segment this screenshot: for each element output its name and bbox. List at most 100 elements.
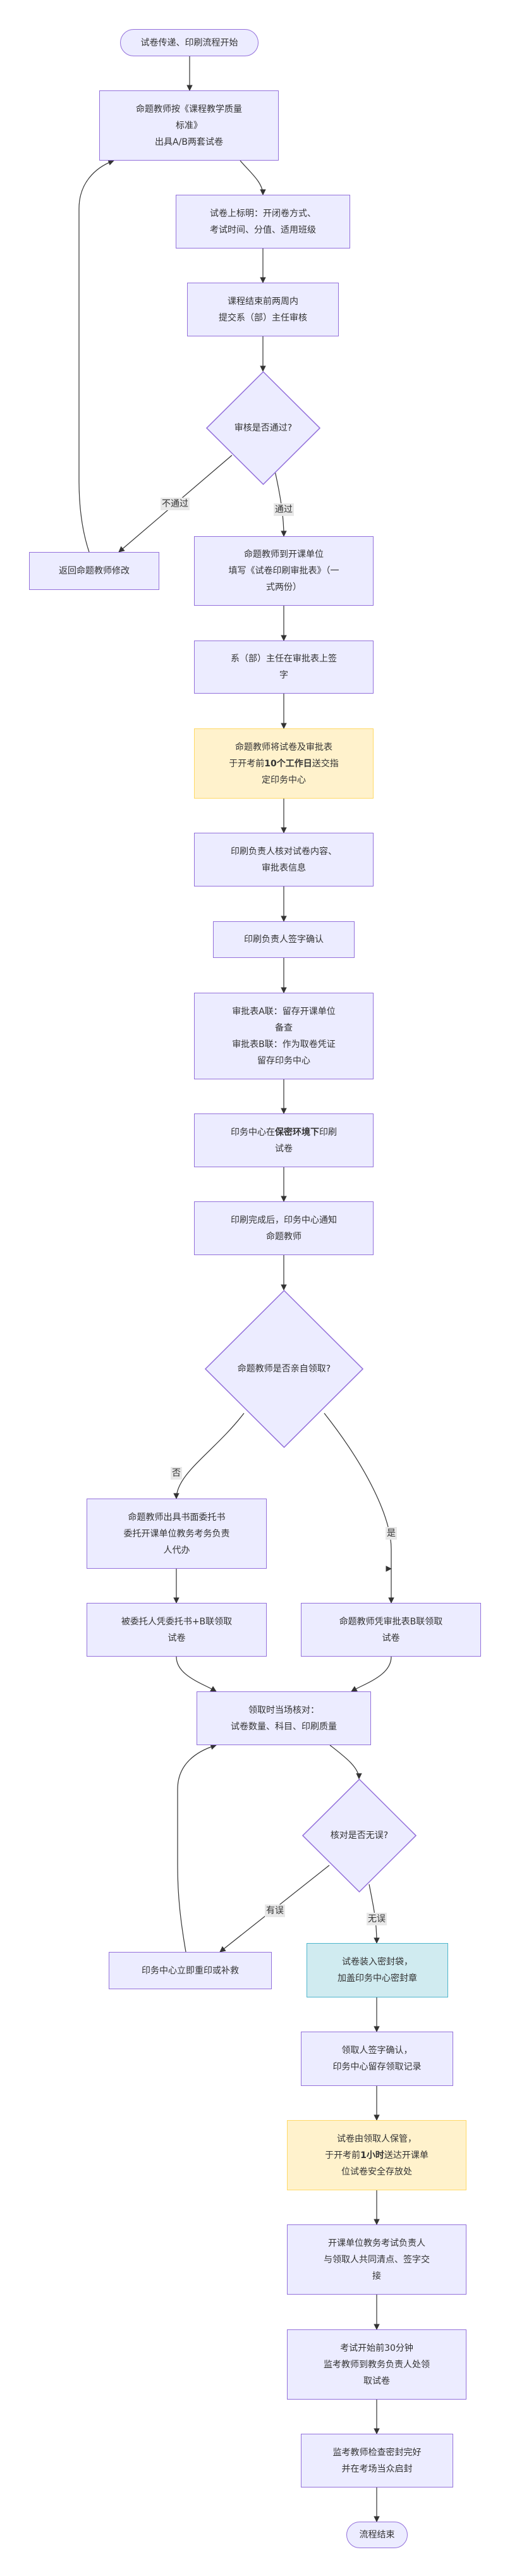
process-step-n: 命题教师凭审批表B联领取试卷	[301, 1603, 481, 1657]
edge-label-ok: 无误	[367, 1913, 387, 1925]
node-text-line: 与领取人共同清点、签字交	[324, 2254, 430, 2265]
node-text-line: 核对是否无误?	[330, 1831, 389, 1841]
node-text-line: 命题教师	[266, 1231, 301, 1242]
process-step-d: 命题教师到开课单位填写《试卷印刷审批表》（一式两份）	[194, 536, 374, 606]
process-step-ret: 返回命题教师修改	[29, 552, 159, 590]
node-text-line: 命题教师按《课程教学质量	[136, 104, 242, 114]
process-step-q: 试卷装入密封袋，加盖印务中心密封章	[307, 1943, 448, 1997]
node-text-line: 返回命题教师修改	[59, 566, 130, 576]
process-step-c: 课程结束前两周内提交系（部）主任审核	[187, 283, 339, 336]
node-text-line: 印刷完成后，印务中心通知	[231, 1215, 337, 1225]
edge-label-yes: 是	[386, 1527, 397, 1540]
process-step-l: 命题教师出具书面委托书委托开课单位教务考务负责人代办	[87, 1499, 267, 1569]
emphasis-text: 保密环境下	[275, 1127, 319, 1138]
emphasis-text: 1小时	[360, 2150, 384, 2161]
node-text-line: 领取人签字确认，	[341, 2045, 413, 2056]
process-step-u: 考试开始前30分钟监考教师到教务负责人处领取试卷	[287, 2329, 466, 2400]
process-step-a: 命题教师按《课程教学质量标准》出具A/B两套试卷	[99, 90, 279, 161]
node-text-line: 于开考前1小时送达开课单	[325, 2147, 429, 2164]
flow-arrow	[329, 1745, 362, 1779]
decision-diamond-shape	[206, 371, 320, 485]
process-step-j: 印务中心在保密环境下印刷试卷	[194, 1113, 374, 1167]
node-text-line: 系（部）主任在审批表上签	[231, 654, 337, 664]
flow-arrow	[351, 1656, 392, 1692]
terminal-start: 试卷传递、印刷流程开始	[120, 29, 259, 56]
node-text-line: 审批表信息	[262, 862, 306, 873]
text-segment: 送达开课单	[384, 2150, 429, 2161]
edge-label-fail: 不通过	[161, 498, 190, 510]
decision-d2: 命题教师是否亲自领取?	[205, 1290, 363, 1448]
node-text-line: 加盖印务中心密封章	[338, 1973, 417, 1984]
process-step-f: 命题教师将试卷及审批表于开考前10个工作日送交指定印务中心	[194, 728, 374, 799]
flow-arrow	[240, 160, 266, 195]
node-text-line: 标准》	[176, 120, 202, 131]
node-text-line: 命题教师将试卷及审批表	[235, 742, 332, 752]
node-text-line: 审批表A联：留存开课单位	[232, 1006, 336, 1017]
decision-d1: 审核是否通过?	[206, 371, 320, 485]
terminal-end: 流程结束	[346, 2522, 408, 2548]
node-text-line: 取试卷	[363, 2376, 390, 2386]
edge-label-error: 有误	[265, 1904, 285, 1917]
process-step-r: 领取人签字确认， 印务中心留存领取记录	[301, 2032, 453, 2086]
node-text-line: 试卷由领取人保管，	[337, 2133, 417, 2144]
flow-arrow	[78, 159, 114, 553]
node-text-line: 出具A/B两套试卷	[155, 137, 223, 147]
node-text-line: 填写《试卷印刷审批表》（一	[228, 566, 339, 576]
process-step-g: 印刷负责人核对试卷内容、审批表信息	[194, 833, 374, 886]
node-text-line: 人代办	[163, 1545, 190, 1555]
text-segment: 印务中心在	[231, 1127, 275, 1138]
node-text-line: 试卷上标明：开闭卷方式、	[210, 208, 316, 219]
process-step-e: 系（部）主任在审批表上签字	[194, 641, 374, 694]
node-text-line: 委托开课单位教务考务负责	[123, 1528, 230, 1539]
node-text-line: 试卷	[382, 1633, 400, 1643]
flow-arrow	[324, 1413, 394, 1604]
node-text-line: 监考教师检查密封完好	[332, 2447, 422, 2458]
node-text-line: 试卷	[275, 1143, 293, 1154]
decision-diamond-shape	[205, 1290, 363, 1448]
node-text-line: 流程结束	[359, 2530, 395, 2540]
node-text-line: 提交系（部）主任审核	[219, 312, 307, 323]
node-text-line: 开课单位教务考试负责人	[328, 2238, 425, 2248]
process-step-b: 试卷上标明：开闭卷方式、考试时间、分值、适用班级	[176, 195, 350, 248]
node-text-line: 领取时当场核对：	[248, 1705, 319, 1715]
node-text-line: 印务中心留存领取记录	[332, 2062, 422, 2072]
process-step-m: 被委托人凭委托书+B联领取试卷	[87, 1603, 267, 1657]
node-text-line: 备查	[275, 1022, 293, 1033]
node-text-line: 命题教师是否亲自领取?	[237, 1364, 331, 1374]
text-segment: 于开考前	[325, 2150, 361, 2161]
node-text-line: 印刷负责人核对试卷内容、	[231, 846, 337, 857]
process-step-t: 开课单位教务考试负责人与领取人共同清点、签字交接	[287, 2224, 466, 2295]
node-text-line: 审核是否通过?	[234, 423, 293, 433]
node-text-line: 课程结束前两周内	[228, 296, 298, 307]
node-text-line: 印务中心立即重印或补救	[142, 1965, 239, 1976]
node-text-line: 印务中心在保密环境下印刷	[231, 1124, 337, 1141]
node-text-line: 印刷负责人签字确认	[244, 935, 324, 945]
flow-arrow	[177, 1743, 217, 1953]
decision-d3: 核对是否无误?	[302, 1779, 417, 1892]
edge-label-no: 否	[171, 1467, 182, 1480]
process-step-k: 印刷完成后，印务中心通知命题教师	[194, 1201, 374, 1255]
process-step-o: 领取时当场核对：试卷数量、科目、印刷质量	[197, 1691, 371, 1745]
node-text-line: 审批表B联：作为取卷凭证	[232, 1039, 336, 1050]
node-text-line: 字	[279, 670, 288, 680]
emphasis-text: 10个工作日	[264, 758, 312, 769]
node-text-line: 留存印务中心	[257, 1055, 310, 1066]
node-text-line: 于开考前10个工作日送交指	[229, 756, 338, 772]
node-text-line: 监考教师到教务负责人处领	[324, 2359, 430, 2370]
process-step-s: 试卷由领取人保管，于开考前1小时送达开课单位试卷安全存放处	[287, 2120, 466, 2190]
process-step-p: 印务中心立即重印或补救	[109, 1952, 272, 1989]
node-text-line: 式两份）	[266, 582, 301, 592]
decision-diamond-shape	[302, 1779, 417, 1892]
node-text-line: 命题教师出具书面委托书	[128, 1512, 226, 1523]
node-text-line: 命题教师凭审批表B联领取	[339, 1616, 443, 1627]
node-text-line: 定印务中心	[262, 775, 306, 785]
node-text-line: 接	[372, 2271, 381, 2281]
text-segment: 送交指	[312, 758, 339, 769]
flow-arrow	[176, 1656, 217, 1692]
node-text-line: 试卷	[167, 1633, 186, 1643]
node-text-line: 考试时间、分值、适用班级	[210, 224, 316, 235]
node-text-line: 考试开始前30分钟	[340, 2343, 413, 2353]
text-segment: 印刷	[319, 1127, 337, 1138]
node-text-line: 并在考场当众启封	[341, 2463, 413, 2474]
